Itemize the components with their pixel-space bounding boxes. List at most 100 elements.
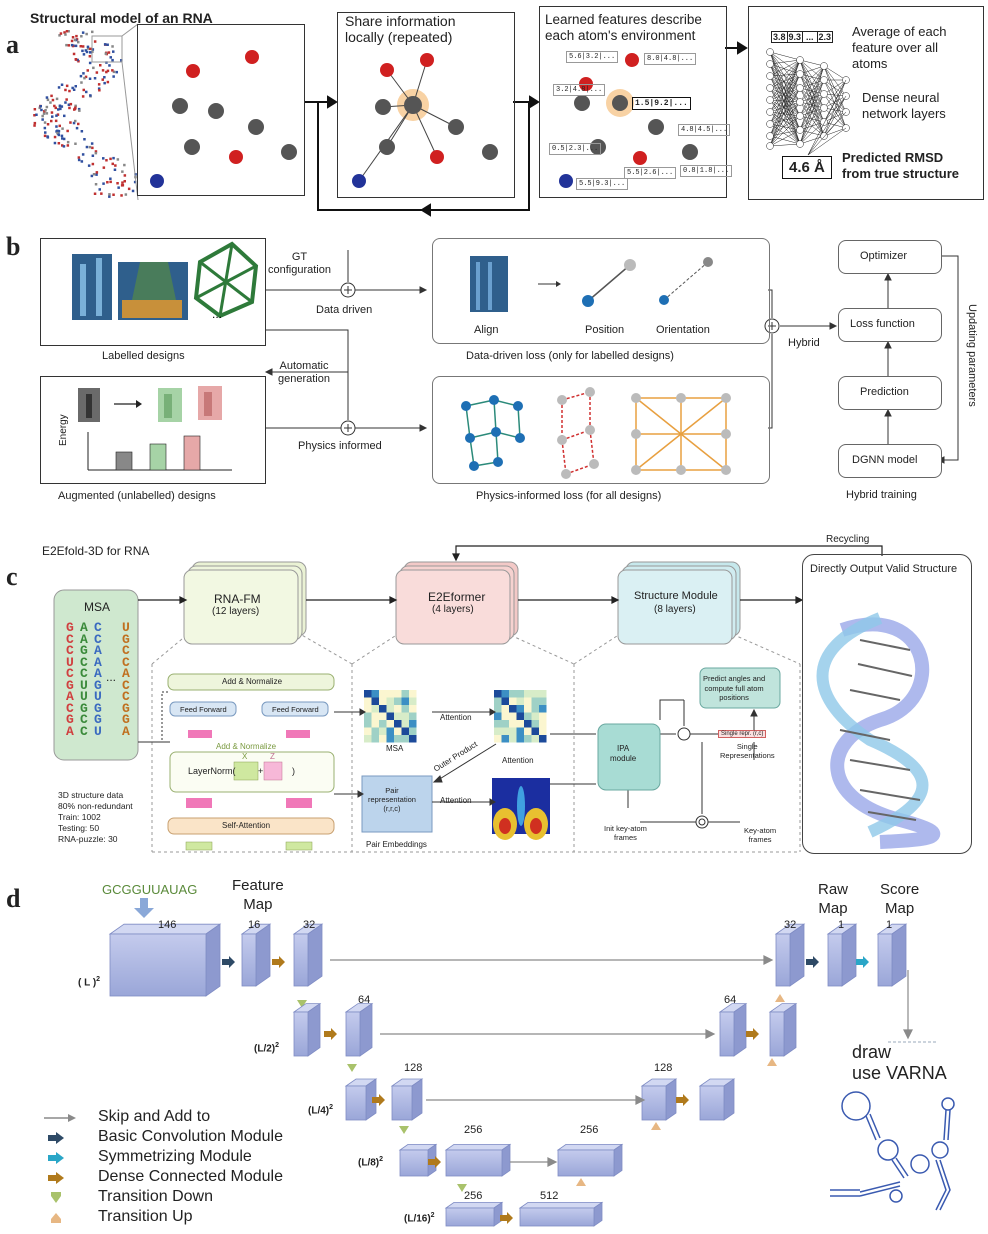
unet-block — [719, 1011, 735, 1057]
unet-block — [557, 1149, 615, 1177]
heatmap-cell — [516, 735, 524, 743]
ln-x: X — [242, 752, 248, 761]
rna-atom — [105, 70, 108, 74]
rna-atom — [115, 70, 118, 74]
n32b: 32 — [784, 919, 797, 931]
rna-atom — [74, 104, 77, 108]
heatmap-cell — [394, 697, 402, 705]
data-line: 3D structure data — [58, 790, 124, 800]
heatmap-cell — [516, 712, 524, 720]
layernorm-label: LayerNorm( — [188, 766, 236, 776]
heatmap-cell — [516, 705, 524, 713]
heatmap-cell — [516, 697, 524, 705]
rna-atom — [88, 61, 92, 65]
orientation-label: Orientation — [656, 324, 710, 336]
rna-atom — [134, 173, 137, 176]
vec-c: ... — [803, 32, 818, 42]
rna-atom — [78, 109, 81, 112]
heatmap-cell — [524, 697, 532, 705]
hybrid-training-caption: Hybrid training — [846, 489, 917, 501]
panel-a-label: a — [6, 30, 19, 59]
rna-atom — [82, 72, 85, 75]
heatmap-cell — [524, 712, 532, 720]
pi-loss-box — [432, 376, 770, 484]
rna-atom — [55, 97, 59, 101]
rna-atom — [72, 88, 76, 91]
feature-map-label: Feature Map — [232, 877, 284, 913]
unet-block-top — [444, 1144, 512, 1151]
rna-atom — [112, 193, 115, 196]
atoms-box2 — [352, 53, 498, 188]
rna-atom — [84, 75, 88, 79]
unet-block-side — [723, 1078, 735, 1121]
vec-d: 2.3 — [818, 32, 832, 42]
heatmap-cell — [371, 720, 379, 728]
heatmap-cell — [409, 720, 417, 728]
rna-atom — [56, 129, 59, 133]
neuron — [796, 56, 804, 64]
rna-atom — [101, 69, 105, 72]
rna-atom — [72, 52, 76, 56]
dim-L2: (L/2)2 — [254, 1042, 279, 1054]
rna-atom — [80, 130, 84, 133]
rna-atom — [77, 156, 81, 159]
n64b: 64 — [724, 994, 737, 1006]
rna-atom — [102, 182, 105, 185]
rna-atom — [64, 33, 67, 36]
unet-block-top — [556, 1144, 624, 1151]
rna-atom — [103, 43, 107, 46]
heatmap-cell — [371, 690, 379, 698]
loss-function-label: Loss function — [850, 318, 915, 330]
heatmap-cell — [371, 697, 379, 705]
rna-atom — [121, 170, 124, 173]
heatmap-cell — [524, 705, 532, 713]
legend-up-label: Transition Up — [98, 1208, 193, 1225]
rna-atom — [67, 30, 70, 33]
feed-forward-2: Feed Forward — [272, 705, 319, 714]
rna-atom — [77, 158, 81, 162]
panel-a-box-network — [748, 6, 984, 200]
heatmap-cell — [539, 720, 547, 728]
legend-sym-label: Symmetrizing Module — [98, 1148, 252, 1165]
heatmap-cell — [516, 690, 524, 698]
neuron — [820, 76, 828, 84]
e2eformer-title: E2Eformer — [428, 590, 486, 604]
rna-atom — [95, 71, 99, 74]
neuron — [766, 60, 774, 68]
heatmap-cell — [386, 705, 394, 713]
msa-title: MSA — [84, 600, 111, 614]
legend-sym-icon — [48, 1152, 64, 1164]
rna-atom — [33, 121, 37, 125]
rna-atom — [50, 119, 53, 123]
unet-block-side — [307, 1002, 321, 1057]
n16: 16 — [248, 919, 261, 931]
module-arrow — [272, 956, 285, 968]
unet-block — [109, 933, 207, 997]
heatmap-cell — [531, 735, 539, 743]
unet-block — [519, 1207, 595, 1227]
heatmap-cell — [509, 697, 517, 705]
heatmap-cell — [371, 735, 379, 743]
ln-z: Z — [270, 752, 275, 761]
rna-atom — [55, 125, 58, 128]
pair-emb-label: Pair Embeddings — [366, 840, 427, 849]
rna-atom — [97, 87, 101, 90]
rna-atom — [123, 180, 126, 183]
n1b: 1 — [886, 919, 893, 931]
rna-atom — [75, 34, 78, 38]
gt-config-label: GT configuration — [268, 251, 331, 276]
heatmap-cell — [401, 712, 409, 720]
heatmap-cell — [509, 735, 517, 743]
single-repr-box: Single repr. (r,c) — [718, 730, 767, 738]
atoms-box1 — [150, 50, 297, 188]
n1a: 1 — [838, 919, 845, 931]
dim-L8: (L/8)2 — [358, 1156, 383, 1168]
dim-L16-sq: 2 — [430, 1212, 435, 1219]
heatmap-cell — [494, 690, 502, 698]
dim-L4: (L/4)2 — [308, 1104, 333, 1116]
rna-atom — [121, 184, 125, 187]
rna-atom — [105, 159, 108, 162]
rna-atom — [61, 127, 64, 130]
rna-atom — [81, 49, 84, 53]
rna-atom — [88, 145, 92, 149]
